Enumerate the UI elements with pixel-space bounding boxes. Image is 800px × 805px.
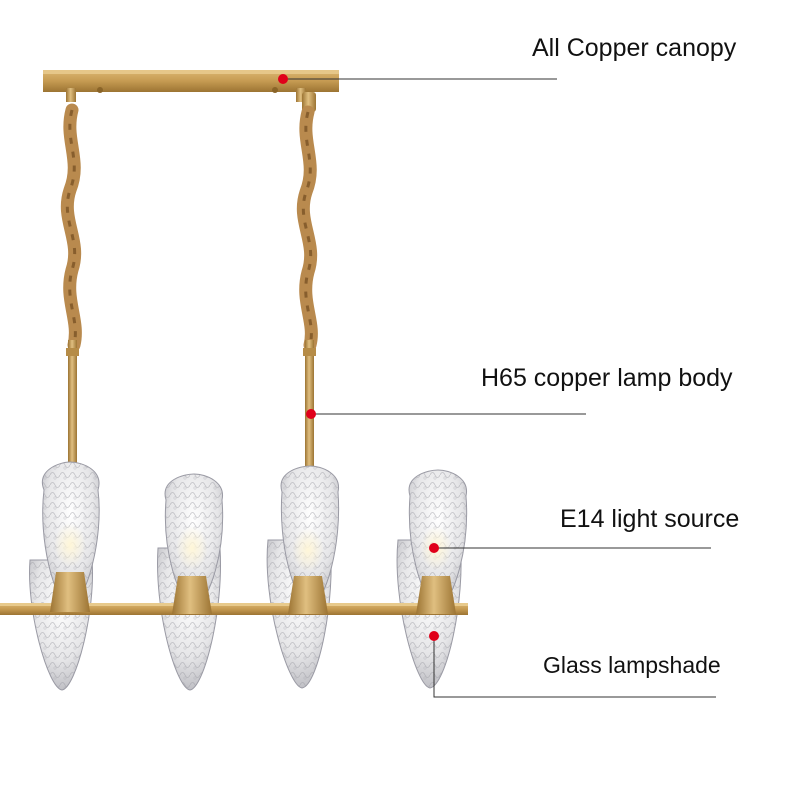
callout-markers <box>278 74 439 641</box>
light-source-marker <box>429 543 439 553</box>
canopy <box>43 70 339 112</box>
glass-shades-front <box>41 461 468 614</box>
leader-lines <box>283 78 716 698</box>
suspension-cords <box>60 103 318 352</box>
lampshade-marker <box>429 631 439 641</box>
label-lampshade: Glass lampshade <box>543 652 721 678</box>
canopy-marker <box>278 74 288 84</box>
label-canopy: All Copper canopy <box>532 34 737 62</box>
downrods <box>66 340 316 480</box>
horizontal-bar <box>0 603 468 615</box>
lamp-body-marker <box>306 409 316 419</box>
label-lamp-body: H65 copper lamp body <box>481 364 733 392</box>
label-light-source: E14 light source <box>560 505 740 533</box>
